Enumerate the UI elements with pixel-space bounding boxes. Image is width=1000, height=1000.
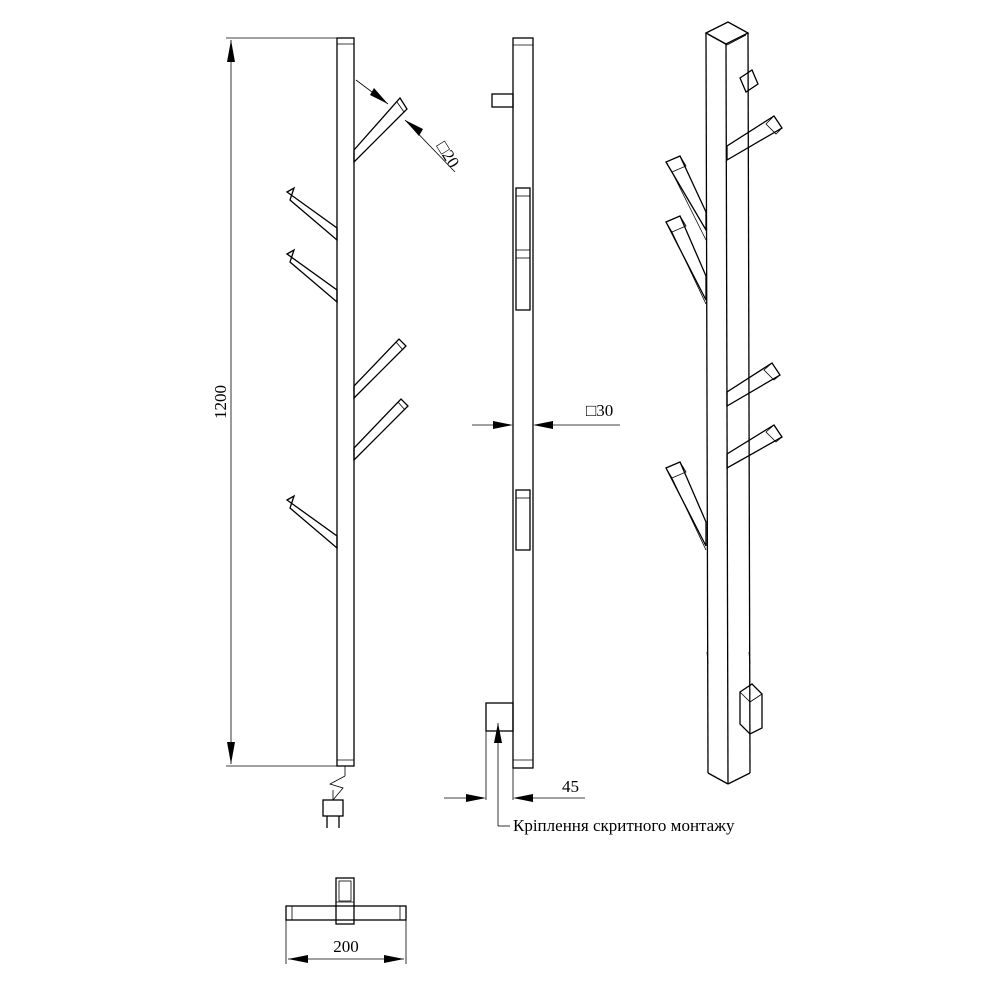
callout-hidden-mount: Кріплення скритного монтажу bbox=[494, 723, 735, 835]
front-view-hook-top-right bbox=[353, 96, 408, 164]
top-view-tube bbox=[335, 877, 355, 925]
dimension-tube-section: □30 bbox=[472, 401, 620, 429]
dimension-height-label: 1200 bbox=[211, 385, 230, 419]
isometric-bottom-bracket bbox=[739, 683, 763, 735]
dimension-hook-section: □20 bbox=[355, 79, 464, 173]
top-view-rail bbox=[285, 905, 407, 921]
side-view-top-bracket bbox=[491, 93, 514, 108]
side-view-hidden-mount bbox=[485, 702, 514, 800]
dimension-height: 1200 bbox=[211, 37, 337, 767]
dimension-wall-offset: 45 bbox=[444, 777, 585, 802]
isometric-hook-left-3 bbox=[665, 461, 707, 551]
dimension-hook-section-label: □20 bbox=[433, 138, 464, 171]
isometric-top-bracket bbox=[739, 69, 759, 93]
dimension-width-label: 200 bbox=[333, 937, 359, 956]
isometric-view bbox=[665, 21, 783, 785]
isometric-hook-right-2 bbox=[726, 362, 781, 408]
front-view-main-tube bbox=[336, 37, 355, 767]
isometric-hook-left-2 bbox=[665, 215, 707, 305]
side-view-main-tube bbox=[512, 37, 534, 769]
front-view-hook-right-1 bbox=[353, 338, 407, 400]
front-view-hook-right-2 bbox=[353, 398, 409, 462]
isometric-hook-right-3 bbox=[726, 424, 783, 470]
isometric-hook-left-1 bbox=[665, 155, 707, 241]
isometric-hook-right-1 bbox=[726, 115, 783, 162]
dimension-tube-section-label: □30 bbox=[586, 401, 613, 420]
front-view: 1200 □20 bbox=[211, 37, 464, 828]
callout-hidden-mount-label: Кріплення скритного монтажу bbox=[513, 816, 735, 835]
side-view: □30 45 Кріплення скритного монтажу bbox=[444, 37, 735, 835]
front-view-hook-left-2 bbox=[285, 248, 338, 304]
front-view-hook-left-3 bbox=[285, 494, 338, 550]
isometric-main-tube bbox=[704, 21, 751, 785]
top-view: 200 bbox=[285, 877, 407, 964]
dimension-width: 200 bbox=[285, 920, 407, 964]
front-view-hook-left-1 bbox=[285, 186, 338, 242]
power-cable-plug bbox=[322, 766, 346, 828]
side-view-hook-ends bbox=[515, 187, 531, 551]
dimension-wall-offset-label: 45 bbox=[562, 777, 579, 796]
